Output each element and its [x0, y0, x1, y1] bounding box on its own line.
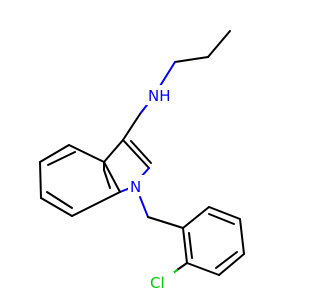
- indole-nitrogen-label: N: [128, 175, 144, 196]
- indole-n-text: N: [130, 178, 141, 196]
- benzyl-linker: [139, 196, 184, 229]
- amine-label: NH: [146, 85, 172, 105]
- chlorine-label: Cl: [148, 272, 174, 292]
- propyl-chain: [159, 30, 231, 87]
- chlorine-cl-text: Cl: [150, 274, 165, 292]
- molecule-structure: NH N Cl: [39, 30, 245, 292]
- pyrrole-ring: [103, 139, 152, 193]
- chlorophenyl-ring: [182, 206, 245, 276]
- methylene-linker: [122, 100, 151, 141]
- benzo-ring: [39, 144, 121, 217]
- amine-nh-text: NH: [148, 87, 171, 105]
